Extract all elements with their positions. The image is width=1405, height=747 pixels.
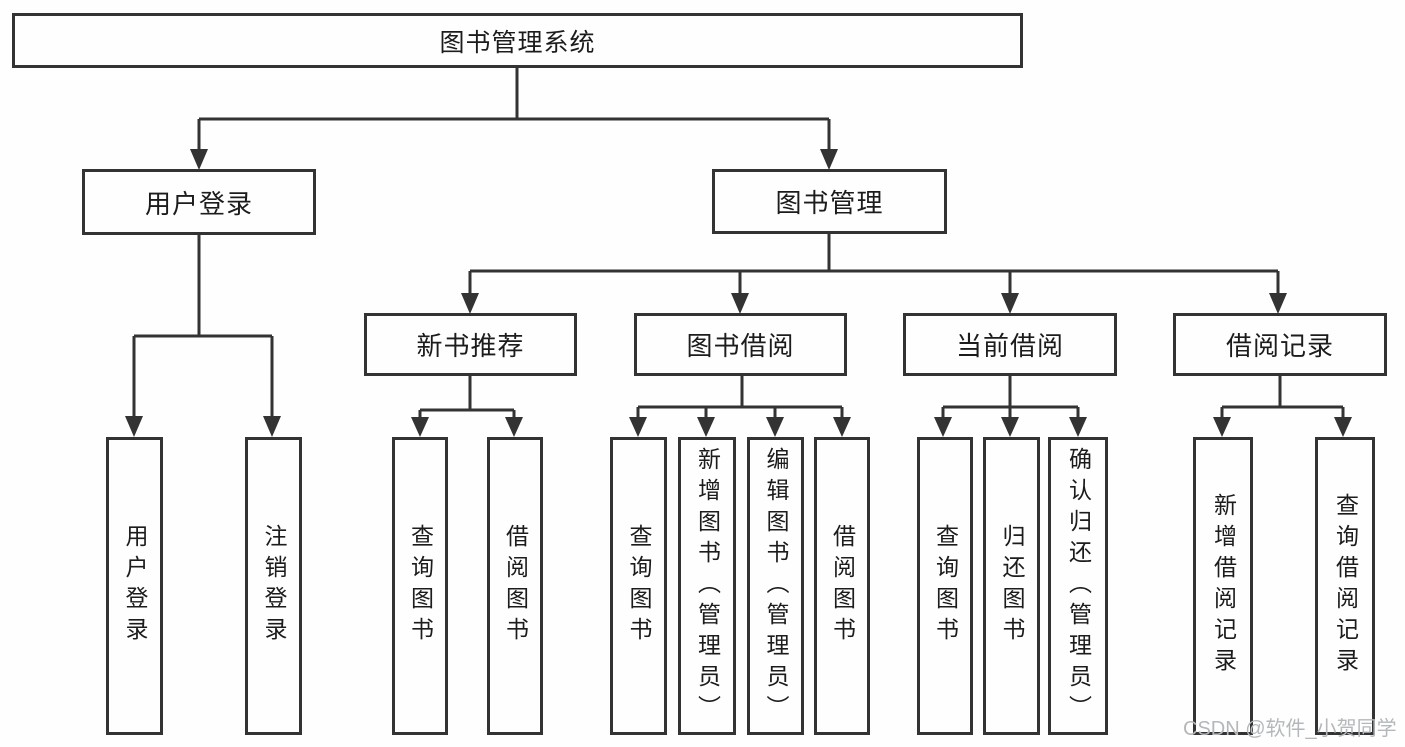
leaf-logout: 注销登录 (245, 437, 302, 735)
leaf-cb-confirm-return-label: 确认归还（管理员） (1065, 446, 1092, 726)
leaf-cb-query-book-label: 查询图书 (932, 524, 959, 648)
node-book-borrow-label: 图书借阅 (686, 331, 795, 361)
leaf-rec-query-book: 查询图书 (392, 437, 448, 735)
leaf-bb-edit-book-label: 编辑图书（管理员） (763, 446, 789, 726)
leaf-cb-return-book-label: 归还图书 (999, 524, 1025, 648)
node-book-management-label: 图书管理 (775, 188, 884, 218)
leaf-bb-borrow-book-label: 借阅图书 (829, 524, 856, 648)
node-current-borrow: 当前借阅 (903, 313, 1117, 376)
node-book-management: 图书管理 (712, 169, 947, 234)
leaf-br-add-record: 新增借阅记录 (1193, 437, 1253, 735)
node-book-borrow: 图书借阅 (634, 313, 847, 376)
node-new-book-recommend: 新书推荐 (364, 313, 577, 376)
leaf-bb-add-book-label: 新增图书（管理员） (694, 446, 721, 726)
node-root-label: 图书管理系统 (439, 28, 596, 57)
arrowheads (125, 149, 1352, 437)
leaf-rec-borrow-book-label: 借阅图书 (502, 524, 529, 648)
leaf-cb-query-book: 查询图书 (917, 437, 973, 735)
node-borrow-records-label: 借阅记录 (1225, 331, 1334, 361)
node-current-borrow-label: 当前借阅 (955, 331, 1064, 361)
leaf-bb-borrow-book: 借阅图书 (814, 437, 870, 735)
leaf-logout-label: 注销登录 (261, 524, 287, 648)
leaf-bb-add-book: 新增图书（管理员） (678, 437, 736, 735)
leaf-br-query-record-label: 查询借阅记录 (1332, 493, 1359, 679)
leaf-bb-query-book-label: 查询图书 (626, 524, 652, 648)
leaf-cb-confirm-return: 确认归还（管理员） (1048, 437, 1108, 735)
node-root: 图书管理系统 (12, 13, 1023, 68)
leaf-user-login: 用户登录 (106, 437, 163, 735)
leaf-bb-edit-book: 编辑图书（管理员） (747, 437, 804, 735)
watermark: CSDN @软件_小贺同学 (1183, 718, 1397, 740)
leaf-bb-query-book: 查询图书 (610, 437, 667, 735)
leaf-br-query-record: 查询借阅记录 (1315, 437, 1375, 735)
leaf-rec-borrow-book: 借阅图书 (487, 437, 543, 735)
edge-paths (132, 68, 1345, 419)
node-user-login: 用户登录 (82, 169, 316, 235)
node-borrow-records: 借阅记录 (1173, 313, 1387, 376)
node-user-login-label: 用户登录 (144, 188, 253, 219)
leaf-br-add-record-label: 新增借阅记录 (1210, 493, 1237, 679)
leaf-cb-return-book: 归还图书 (983, 437, 1040, 735)
leaf-user-login-label: 用户登录 (122, 524, 148, 648)
leaf-rec-query-book-label: 查询图书 (407, 524, 434, 648)
node-new-book-recommend-label: 新书推荐 (416, 331, 525, 361)
